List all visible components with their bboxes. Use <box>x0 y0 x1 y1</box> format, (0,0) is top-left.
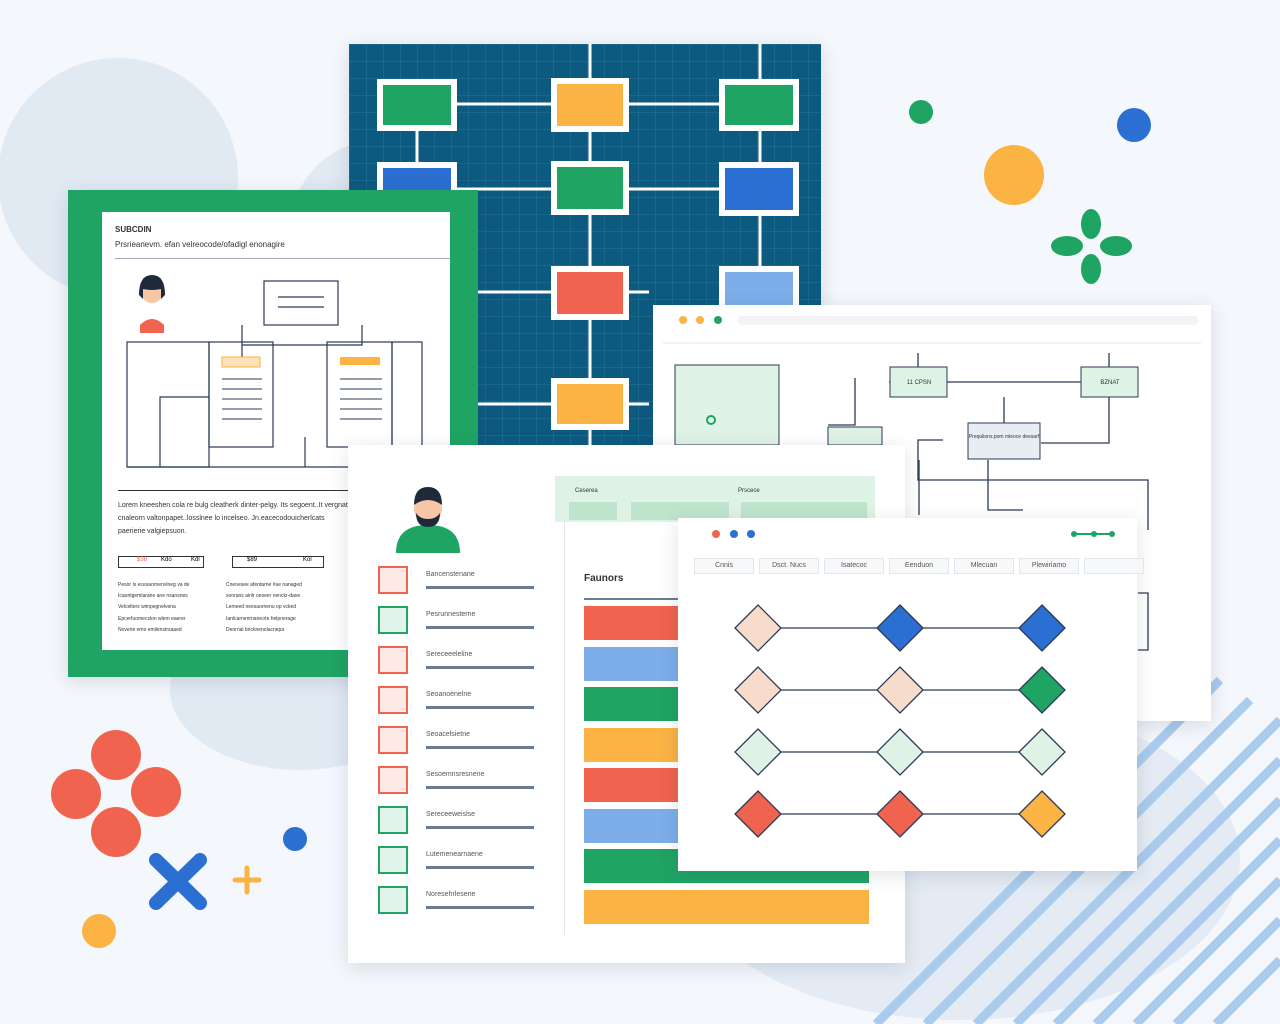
list-item-line <box>426 706 534 709</box>
list-item-label: Seoanoenelne <box>426 691 472 698</box>
flow-node <box>876 790 924 838</box>
flow-node <box>876 728 924 776</box>
list-item-line <box>426 666 534 669</box>
field-value: Kdl <box>191 557 200 563</box>
node-label: BZNAT <box>1100 380 1120 386</box>
list-item-checkbox[interactable] <box>378 606 408 634</box>
doc-title: SUBCDIN <box>115 225 152 234</box>
flow-node <box>734 728 782 776</box>
note-line: Epcerfuomecslon wlem eaerer <box>118 616 186 622</box>
flow-node <box>1018 728 1066 776</box>
list-item-checkbox[interactable] <box>378 766 408 794</box>
list-item-label: Lutemenearnaene <box>426 851 483 858</box>
flow-node <box>1018 666 1066 714</box>
field-group: $38 Kdo Kdl <box>118 556 204 568</box>
node-label: Prequlions.pom mleoce deesarf <box>969 434 1040 440</box>
note-line: soorans ainlr oeseer nenckr-dave <box>226 593 301 599</box>
list-item-line <box>426 746 534 749</box>
flow-card: Cnnis Dsct. Nucs Isatecoc Eenduon Mlecuan Ple… <box>678 518 1144 871</box>
list-item-label: Sesoemnsresnene <box>426 771 485 778</box>
flow-node <box>1018 790 1066 838</box>
list-item-checkbox[interactable] <box>378 886 408 914</box>
tab[interactable]: Eenduon <box>889 558 949 574</box>
flow-node <box>876 666 924 714</box>
flow-node <box>734 790 782 838</box>
note-line: Velcelters wimpegnelvena <box>118 604 176 610</box>
flow-node <box>734 604 782 652</box>
note-line: Pesor Is ecesaornenvlneg va de <box>118 582 190 588</box>
avatar <box>396 487 460 553</box>
field-value: Kdo <box>161 557 172 563</box>
list-item-label: Sereceeweislse <box>426 811 476 818</box>
window-controls <box>712 530 1115 538</box>
tab[interactable]: Cnnis <box>694 558 754 574</box>
org-chart <box>126 275 423 468</box>
field-group: $89 Kol <box>232 556 324 568</box>
chart-bar <box>584 889 869 924</box>
note-line: Ianlcarnenrnarecrte helpnerage <box>226 616 296 622</box>
note-line: Lemeed neesaornenu op vcked <box>226 604 297 610</box>
list-item-line <box>426 786 534 789</box>
flow-node <box>876 604 924 652</box>
flow-node <box>1018 604 1066 652</box>
doc-subtitle: Prsrieanevm. efan velreocode/ofadigl eno… <box>115 240 285 249</box>
list-item-line <box>426 906 534 909</box>
diamond-flow <box>734 604 1066 838</box>
list-item-checkbox[interactable] <box>378 806 408 834</box>
chart-title: Faunors <box>584 573 624 584</box>
doc-paragraph-line: Lorem kneeshen cola re bulg cleatherk di… <box>118 502 348 509</box>
header-label: Prscece <box>738 488 760 494</box>
tab[interactable]: Dsct. Nucs <box>759 558 819 574</box>
list-item-line <box>426 626 534 629</box>
list-item-checkbox[interactable] <box>378 686 408 714</box>
doc-paragraph-line: cnaleorn valtonpapet..losslnee lo incels… <box>118 515 325 522</box>
list-item-checkbox[interactable] <box>378 726 408 754</box>
list-item-label: Pesrunnesterne <box>426 611 476 618</box>
list-item-line <box>426 586 534 589</box>
table-header: Ceserea Prscece <box>555 476 875 522</box>
flow-node <box>734 666 782 714</box>
list-item-checkbox[interactable] <box>378 646 408 674</box>
block-diagram: 11 CPSN BZNAT Prequlions.pom mleoce dees… <box>663 316 1201 651</box>
note-line: Deornal bncknenolacnepa <box>226 627 285 633</box>
list-item-checkbox[interactable] <box>378 846 408 874</box>
field-value: $38 <box>137 557 148 563</box>
list-item-line <box>426 866 534 869</box>
tab[interactable]: Mlecuan <box>954 558 1014 574</box>
field-value: $89 <box>247 557 258 563</box>
tab[interactable] <box>1084 558 1144 574</box>
list-item-line <box>426 826 534 829</box>
node-label: 11 CPSN <box>907 380 932 386</box>
diagonal-stripes <box>872 676 1280 1024</box>
list-item-label: Bancenstenane <box>426 571 475 578</box>
list-item-checkbox[interactable] <box>378 566 408 594</box>
doc-paragraph-line: paerierie valgiepsuon. <box>118 528 187 535</box>
header-label: Ceserea <box>575 488 598 494</box>
note-line: Cneoesee afentarne #ue nanaged <box>226 582 302 588</box>
note-line: Icaontgemlarane ane nsansnes <box>118 593 188 599</box>
tab[interactable]: Isatecoc <box>824 558 884 574</box>
tab[interactable]: Plewiriamo <box>1019 558 1079 574</box>
note-line: Noverie emo emilenstrsaaed <box>118 627 182 633</box>
field-value: Kol <box>303 557 312 563</box>
list-item-label: Sereceeeleline <box>426 651 473 658</box>
list-item-label: Seoacelsietne <box>426 731 470 738</box>
list-item-label: Noresehrlesene <box>426 891 476 898</box>
